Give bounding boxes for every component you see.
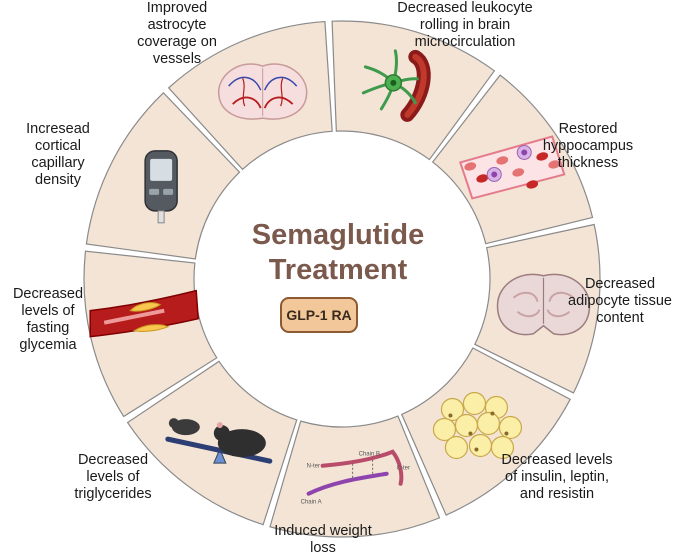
segment-astrocyte — [331, 20, 496, 161]
label-insulin: Decreased levels of insulin, leptin, and… — [501, 452, 613, 502]
svg-text:Chain B: Chain B — [359, 452, 380, 458]
label-glycemia: Decreased levels of fasting glycemia — [12, 286, 84, 353]
glp1-ra-badge: GLP-1 RA — [280, 297, 358, 333]
label-weight: Induced weight loss — [274, 523, 372, 556]
segment-weight — [126, 360, 298, 526]
label-hippocampus: Restored hyppocampus thickness — [542, 121, 634, 171]
segment-triglycerides — [83, 250, 218, 418]
label-triglycerides: Decreased levels of triglycerides — [74, 452, 152, 502]
artery-plaque-icon — [89, 289, 199, 338]
label-capillary: Incresead cortical capillary density — [26, 121, 90, 188]
svg-text:Chain A: Chain A — [301, 500, 322, 506]
insulin-chains-icon: Chain B Chain A N-ter C-ter — [301, 449, 410, 506]
brain-section-icon — [496, 273, 591, 336]
svg-text:N-ter: N-ter — [307, 464, 320, 470]
astrocyte-vessel-icon — [361, 49, 431, 122]
svg-text:C-ter: C-ter — [397, 466, 410, 472]
blood-vessel-cells-icon — [458, 135, 566, 200]
label-adipocyte: Decreased adipocyte tissue content — [568, 276, 672, 326]
center-title: Semaglutide Treatment — [251, 219, 425, 286]
segment-insulin — [269, 415, 441, 538]
glucometer-icon — [144, 150, 178, 224]
brain-vasculature-icon — [217, 63, 308, 120]
label-leukocyte: Decreased leukocyte rolling in brain mic… — [397, 0, 533, 50]
fat-cells-icon — [432, 391, 523, 460]
label-astrocyte: Improved astrocyte coverage on vessels — [137, 0, 217, 67]
mice-seesaw-icon — [165, 418, 273, 464]
